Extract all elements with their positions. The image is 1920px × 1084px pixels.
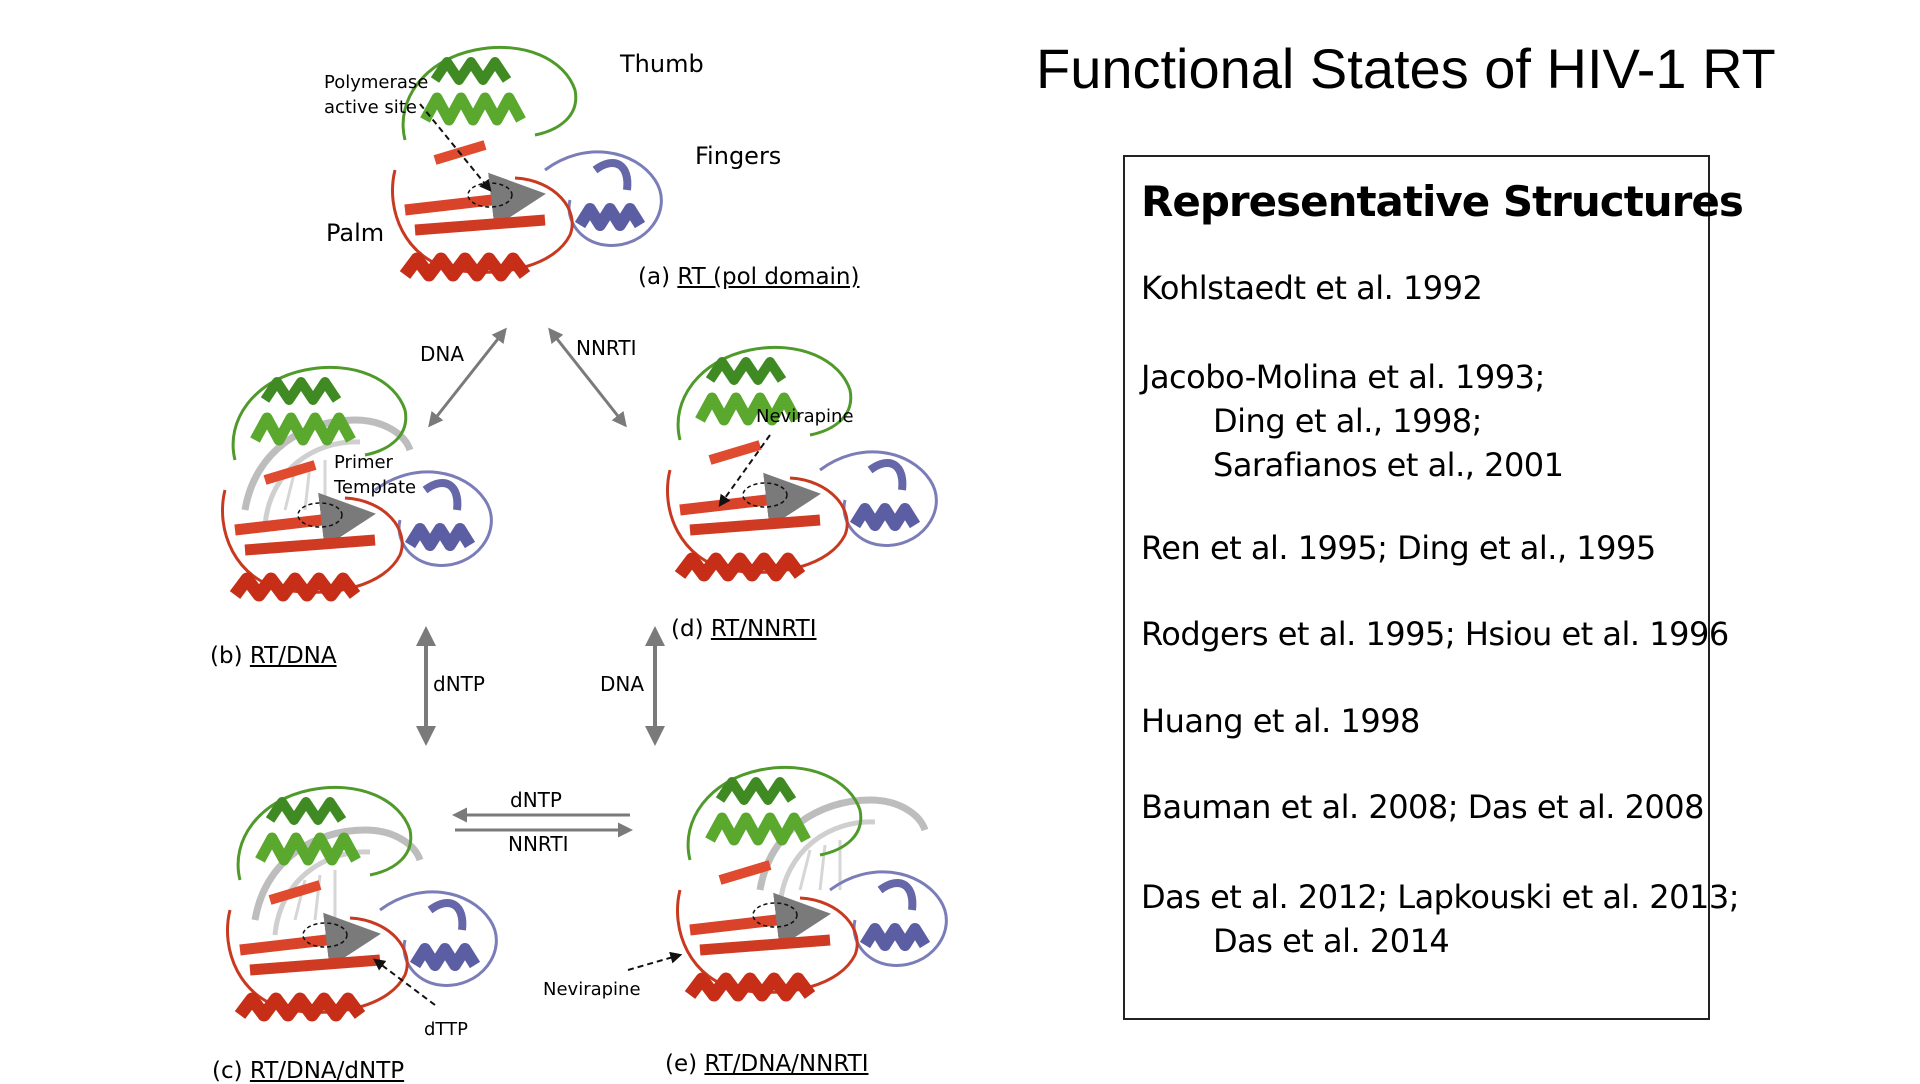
reference-item: Das et al. 2012; Lapkouski et al. 2013; … [1141, 878, 1739, 960]
dttp-pointer [373, 958, 436, 1006]
caption-a: (a) RT (pol domain) [638, 264, 860, 290]
arrow-a-b [428, 327, 507, 428]
reference-item: Huang et al. 1998 [1141, 702, 1420, 740]
reference-item: Jacobo-Molina et al. 1993; Ding et al., … [1141, 358, 1564, 484]
caption-b: (b) RT/DNA [210, 643, 337, 669]
nevirapine-d-pointer [718, 434, 771, 507]
reference-item: Rodgers et al. 1995; Hsiou et al. 1996 [1141, 615, 1729, 653]
structure-c-model [228, 787, 497, 1015]
palm-label: Palm [326, 219, 385, 247]
nevirapine-e-label: Nevirapine [543, 979, 641, 1000]
thumb-label: Thumb [620, 50, 704, 78]
dttp-label: dTTP [424, 1019, 468, 1040]
fingers-label: Fingers [695, 142, 782, 170]
caption-c: (c) RT/DNA/dNTP [212, 1058, 405, 1084]
reference-item: Bauman et al. 2008; Das et al. 2008 [1141, 788, 1705, 826]
representative-structures-heading: Representative Structures [1141, 177, 1744, 226]
active-site-pointer [419, 103, 492, 192]
arrow-a-d [548, 327, 627, 428]
arrow-e-c-label: dNTP [510, 788, 562, 812]
arrow-a-b-label: DNA [420, 342, 465, 366]
active-site-label: Polymerase active site [324, 72, 429, 118]
reference-item: Kohlstaedt et al. 1992 [1141, 269, 1483, 307]
structure-a-model [393, 47, 662, 275]
nevirapine-d-label: Nevirapine [756, 406, 854, 427]
structure-e-model [678, 767, 947, 995]
reference-item: Ren et al. 1995; Ding et al., 1995 [1141, 529, 1656, 567]
arrow-a-d-label: NNRTI [576, 336, 637, 360]
page-title: Functional States of HIV-1 RT [1036, 37, 1776, 100]
nevirapine-e-pointer [627, 951, 683, 971]
structure-d-model [668, 347, 937, 575]
caption-e: (e) RT/DNA/NNRTI [665, 1051, 869, 1077]
primer-template-label: Primer Template [334, 452, 417, 498]
representative-structures-box: Representative Structures Kohlstaedt et … [1123, 155, 1744, 1020]
arrow-b-c-label: dNTP [433, 672, 485, 696]
rt-structures-diagram [0, 0, 1100, 1080]
arrow-c-e-label: NNRTI [508, 832, 569, 856]
caption-d: (d) RT/NNRTI [671, 616, 817, 642]
arrow-d-e-label: DNA [600, 672, 645, 696]
